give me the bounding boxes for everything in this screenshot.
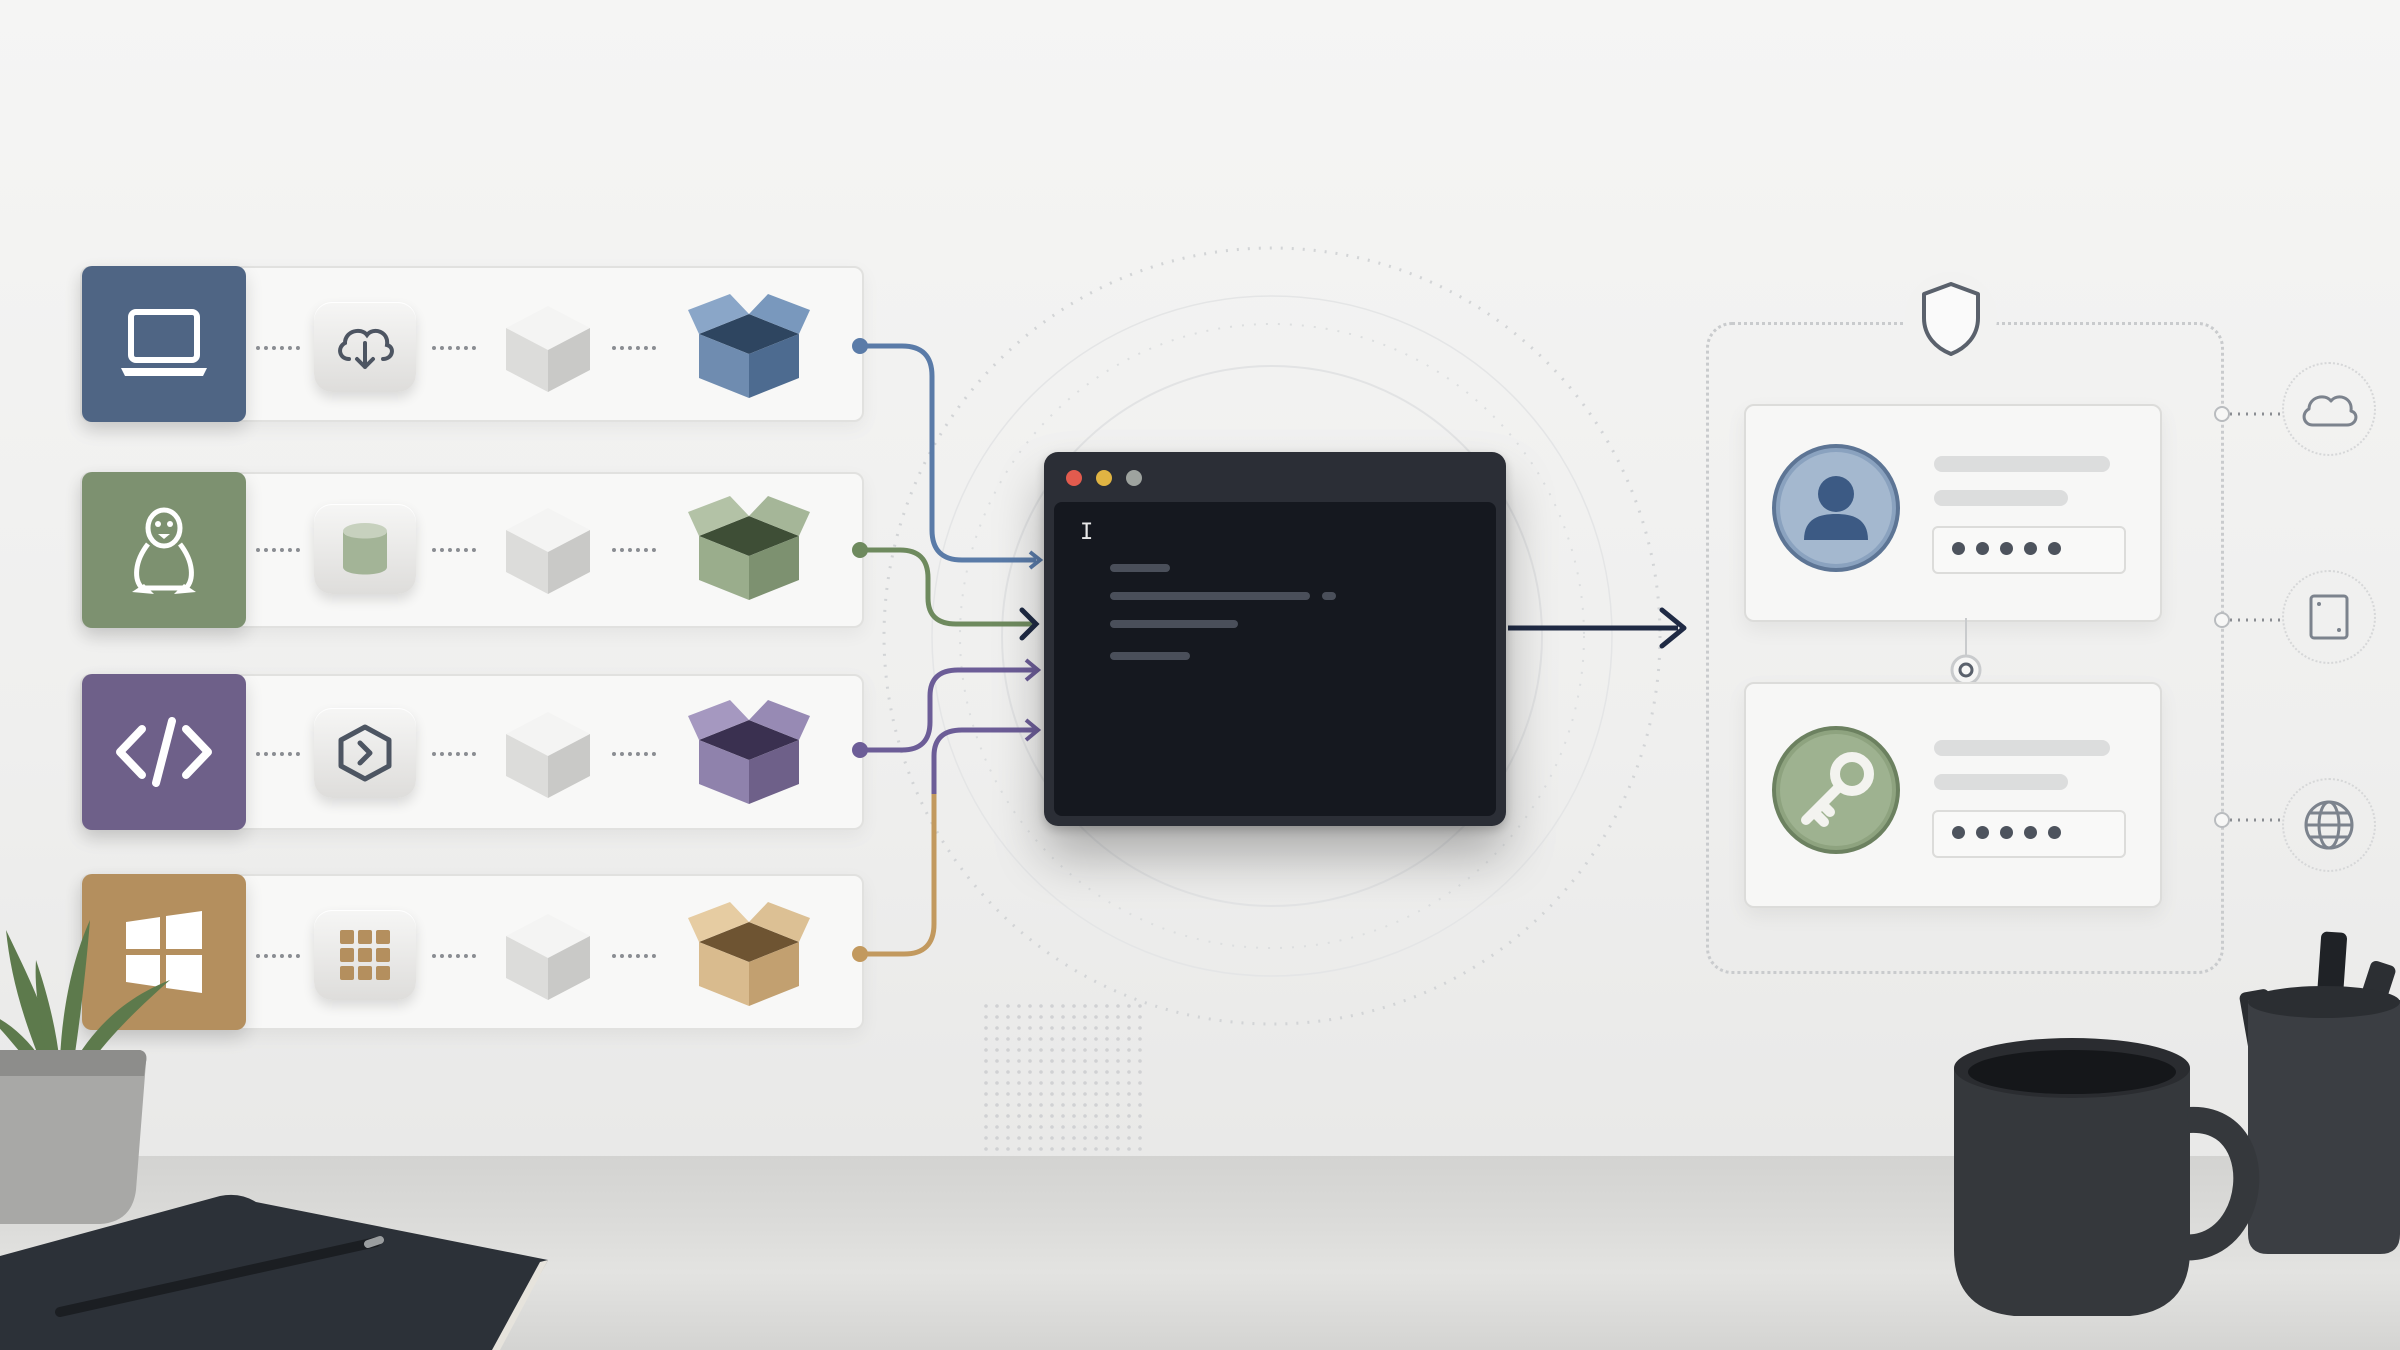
cube-icon [506,306,590,392]
key-icon [1772,726,1900,854]
shield-icon [1905,272,1997,364]
cube-icon [506,712,590,798]
platform-row-macos [80,266,864,422]
mug-and-pen-holder [1954,931,2400,1316]
open-box-icon [688,496,810,600]
terminal-line [1110,592,1310,600]
connector-dev [852,658,1042,758]
code-brackets-icon [116,717,212,787]
platform-row-linux [80,472,864,628]
terminal-line [1110,564,1170,572]
terminal-line [1322,592,1336,600]
open-box-icon [688,700,810,804]
source-chip-dev [314,708,416,798]
terminal-line [1110,620,1238,628]
globe-icon [2304,800,2354,850]
minimize-dot[interactable] [1096,470,1112,486]
package-hexagon-icon [338,724,392,782]
user-icon [1772,444,1900,572]
service-node-cloud[interactable] [2282,362,2376,456]
service-node-device[interactable] [2282,570,2376,664]
platform-row-dev [80,674,864,830]
windows-logo-icon [126,911,202,993]
penguin-icon [132,507,196,594]
connector-linux [852,542,1040,641]
placeholder-bar [1934,740,2110,756]
device-frame-icon [2309,594,2349,640]
key-credential-card[interactable] [1744,682,2162,908]
connector-windows [852,718,1042,962]
source-chip-linux [314,504,416,594]
platform-tile-windows[interactable] [82,874,246,1030]
open-box-icon [688,294,810,398]
service-node-globe[interactable] [2282,778,2376,872]
placeholder-bar [1934,774,2068,790]
plant-and-notebook [0,920,548,1350]
source-chip-windows [314,910,416,1000]
platform-row-windows [80,874,864,1030]
cloud-icon [2302,395,2358,427]
placeholder-bar [1934,490,2068,506]
user-credential-card[interactable] [1744,404,2162,622]
cube-icon [506,508,590,594]
platform-tile-dev[interactable] [82,674,246,830]
connector-macos [852,338,1044,570]
close-dot[interactable] [1066,470,1082,486]
laptop-icon [121,309,207,376]
terminal-output-arrow [1508,607,1687,649]
source-chip-macos [314,302,416,392]
cube-icon [506,914,590,1000]
open-box-icon [688,902,810,1006]
grid-apps-icon [340,930,390,980]
dot-grid [984,1004,1142,1151]
password-field[interactable] [1932,810,2126,858]
terminal-window[interactable]: I [1044,452,1506,826]
database-icon [343,523,387,575]
terminal-line [1110,652,1190,660]
service-connectors [2214,406,2284,828]
platform-tile-macos[interactable] [82,266,246,422]
password-field[interactable] [1932,526,2126,574]
maximize-dot[interactable] [1126,470,1142,486]
platform-tile-linux[interactable] [82,472,246,628]
terminal-screen[interactable]: I [1054,502,1496,816]
cloud-download-icon [338,328,394,369]
terminal-cursor: I [1080,520,1094,545]
placeholder-bar [1934,456,2110,472]
